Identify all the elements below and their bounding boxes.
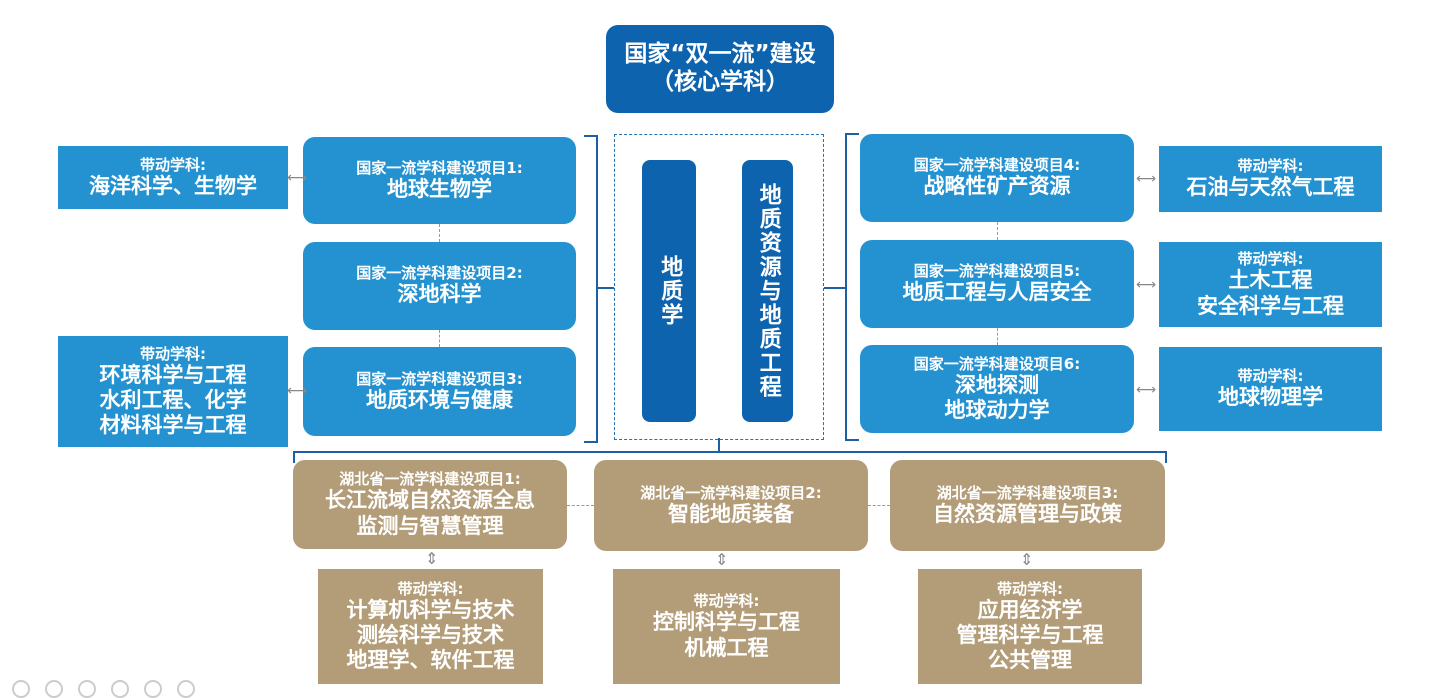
related-item: 材料科学与工程: [99, 413, 247, 438]
project-title: 自然资源管理与政策: [933, 501, 1122, 526]
related-item: 控制科学与工程: [653, 610, 800, 635]
related-disciplines-4: 带动学科: 石油与天然气工程: [1159, 146, 1382, 212]
related-item: 测绘科学与技术: [357, 622, 504, 647]
double-arrow-icon: ⟷: [287, 170, 308, 186]
national-project-3: 国家一流学科建设项目3: 地质环境与健康: [303, 347, 576, 436]
related-item: 机械工程: [684, 635, 769, 660]
related-label: 带动学科:: [1237, 157, 1304, 176]
core-discipline-box: 国家“双一流”建设 （核心学科）: [606, 25, 834, 113]
related-label: 带动学科:: [1237, 250, 1304, 269]
project-label: 国家一流学科建设项目1:: [356, 158, 523, 177]
dash-link: [868, 505, 890, 506]
double-arrow-icon: ⟷: [1136, 382, 1157, 398]
related-item: 土木工程: [1228, 268, 1313, 293]
related-item: 公共管理: [988, 648, 1072, 673]
dash-link: [567, 505, 594, 506]
project-label: 国家一流学科建设项目2:: [356, 264, 523, 283]
bottom-connector: [718, 438, 720, 451]
right-connector: [824, 287, 845, 289]
related-item: 应用经济学: [977, 597, 1083, 622]
left-connector: [596, 287, 614, 289]
decorative-dot: [144, 680, 162, 698]
national-project-4: 国家一流学科建设项目4: 战略性矿产资源: [860, 134, 1134, 222]
project-title: 智能地质装备: [668, 501, 794, 526]
vertical-double-arrow-icon: ⇕: [715, 550, 729, 569]
project-title: 地球生物学: [387, 176, 492, 201]
related-label: 带动学科:: [1237, 367, 1304, 386]
project-title: 战略性矿产资源: [923, 174, 1071, 199]
national-project-1: 国家一流学科建设项目1: 地球生物学: [303, 137, 576, 224]
decorative-dot: [12, 680, 30, 698]
related-disciplines-3: 带动学科: 环境科学与工程 水利工程、化学 材料科学与工程: [58, 336, 288, 447]
decorative-dot: [111, 680, 129, 698]
double-arrow-icon: ⟷: [1136, 277, 1157, 293]
center-bar-geo-resources: 地质资源与地质工程: [742, 160, 793, 422]
decorative-dot: [78, 680, 96, 698]
national-project-2: 国家一流学科建设项目2: 深地科学: [303, 242, 576, 330]
related-item: 计算机科学与技术: [346, 597, 515, 622]
bottom-bracket: [293, 451, 1167, 463]
hubei-related-1: 带动学科: 计算机科学与技术 测绘科学与技术 地理学、软件工程: [318, 569, 543, 684]
national-project-5: 国家一流学科建设项目5: 地质工程与人居安全: [860, 240, 1134, 328]
project-title: 地质环境与健康: [366, 387, 513, 412]
related-item: 水利工程、化学: [99, 387, 247, 412]
hubei-project-3: 湖北省一流学科建设项目3: 自然资源管理与政策: [890, 460, 1165, 551]
dash-link: [439, 330, 440, 347]
hubei-project-2: 湖北省一流学科建设项目2: 智能地质装备: [594, 460, 868, 551]
dash-link: [997, 328, 998, 345]
vertical-double-arrow-icon: ⇕: [425, 549, 439, 568]
dash-link: [439, 224, 440, 242]
project-label: 湖北省一流学科建设项目3:: [936, 483, 1119, 502]
core-title: 国家“双一流”建设: [624, 41, 816, 68]
project-label: 湖北省一流学科建设项目1:: [339, 470, 521, 489]
project-title: 长江流域自然资源全息: [325, 488, 535, 513]
double-arrow-icon: ⟷: [1136, 171, 1157, 187]
hubei-related-2: 带动学科: 控制科学与工程 机械工程: [613, 569, 840, 684]
double-arrow-icon: ⟷: [287, 383, 308, 399]
decorative-dot: [45, 680, 63, 698]
project-label: 国家一流学科建设项目6:: [913, 354, 1081, 373]
hubei-related-3: 带动学科: 应用经济学 管理科学与工程 公共管理: [918, 569, 1142, 684]
related-label: 带动学科:: [693, 592, 760, 611]
project-title: 地球动力学: [944, 398, 1050, 422]
core-subtitle: （核心学科）: [651, 69, 789, 95]
project-label: 国家一流学科建设项目4:: [913, 156, 1081, 175]
right-bracket: [845, 133, 859, 441]
related-item: 石油与天然气工程: [1186, 175, 1355, 200]
related-item: 安全科学与工程: [1197, 293, 1344, 318]
related-item: 地理学、软件工程: [346, 648, 515, 673]
related-disciplines-6: 带动学科: 地球物理学: [1159, 347, 1382, 431]
national-project-6: 国家一流学科建设项目6: 深地探测 地球动力学: [860, 345, 1134, 433]
related-item: 管理科学与工程: [956, 622, 1104, 647]
project-label: 国家一流学科建设项目3:: [356, 369, 523, 388]
project-title: 地质工程与人居安全: [902, 280, 1092, 305]
center-bar-geology: 地质学: [642, 160, 696, 422]
project-label: 湖北省一流学科建设项目2:: [640, 483, 822, 502]
project-label: 国家一流学科建设项目5:: [913, 262, 1081, 281]
related-disciplines-1: 带动学科: 海洋科学、生物学: [58, 146, 288, 209]
vertical-double-arrow-icon: ⇕: [1020, 550, 1034, 569]
decorative-dot: [177, 680, 195, 698]
related-item: 地球物理学: [1218, 385, 1323, 410]
project-title: 深地科学: [397, 282, 482, 307]
project-title: 监测与智慧管理: [356, 513, 504, 538]
hubei-project-1: 湖北省一流学科建设项目1: 长江流域自然资源全息 监测与智慧管理: [293, 460, 567, 549]
related-item: 海洋科学、生物学: [89, 173, 257, 198]
related-disciplines-5: 带动学科: 土木工程 安全科学与工程: [1159, 242, 1382, 327]
left-bracket: [584, 135, 598, 443]
related-label: 带动学科:: [140, 344, 206, 363]
dash-link: [997, 222, 998, 240]
related-label: 带动学科:: [140, 155, 206, 174]
project-title: 深地探测: [955, 372, 1039, 397]
related-item: 环境科学与工程: [99, 362, 247, 387]
related-label: 带动学科:: [397, 579, 464, 598]
related-label: 带动学科:: [997, 579, 1063, 598]
